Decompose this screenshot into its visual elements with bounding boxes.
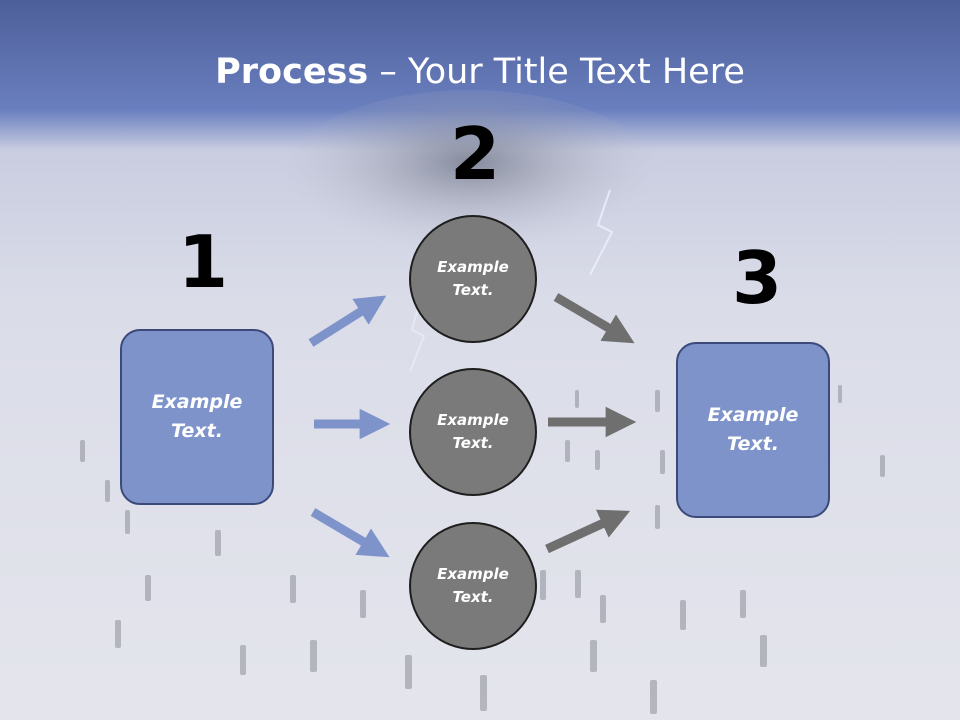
page-title: Process – Your Title Text Here xyxy=(0,52,960,92)
arrow-from-top-circle xyxy=(553,293,635,344)
circle-top: Example Text. xyxy=(409,215,537,343)
storm-cloud xyxy=(280,90,660,270)
title-rest: – Your Title Text Here xyxy=(368,52,745,92)
step-number-3: 3 xyxy=(732,236,783,320)
circle-bottom: Example Text. xyxy=(409,522,537,650)
step-number-2: 2 xyxy=(450,112,501,196)
left-box: Example Text. xyxy=(120,329,274,505)
arrow-from-bottom-circle xyxy=(545,509,631,554)
step-number-1: 1 xyxy=(178,220,229,304)
arrow-to-top-circle xyxy=(308,295,387,347)
lightning-bolt xyxy=(409,299,426,373)
arrow-to-bottom-circle xyxy=(310,508,390,558)
lightning-bolt xyxy=(589,189,614,276)
circle-middle: Example Text. xyxy=(409,368,537,496)
title-bold: Process xyxy=(215,52,369,92)
right-box: Example Text. xyxy=(676,342,830,518)
right-box-text: Example Text. xyxy=(707,404,799,455)
circle-bottom-text: Example Text. xyxy=(437,565,509,606)
crowd-silhouettes xyxy=(80,385,885,714)
circle-top-text: Example Text. xyxy=(437,258,509,299)
left-box-text: Example Text. xyxy=(151,391,243,442)
circle-middle-text: Example Text. xyxy=(437,411,509,452)
